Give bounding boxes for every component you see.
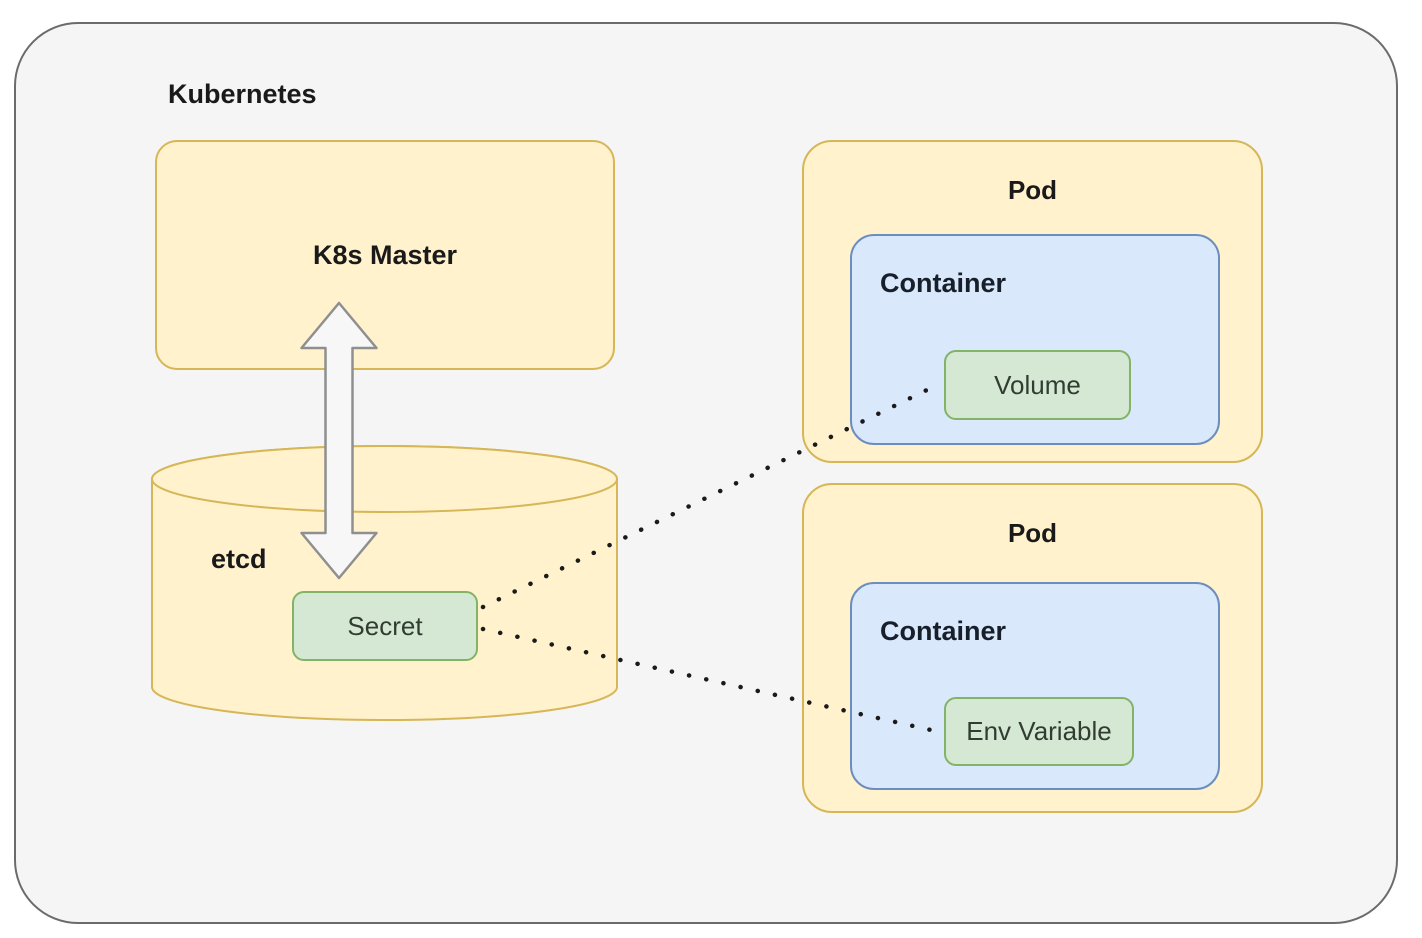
pod-1-node: Pod Container Volume <box>802 140 1263 463</box>
pod-2-node: Pod Container Env Variable <box>802 483 1263 813</box>
k8s-master-label: K8s Master <box>312 239 458 270</box>
pod-2-container-node: Container Env Variable <box>850 582 1220 790</box>
etcd-label: etcd <box>211 544 267 574</box>
pod-1-label: Pod <box>1007 175 1058 205</box>
env-variable-node: Env Variable <box>944 697 1134 766</box>
diagram-title: Kubernetes <box>168 79 317 109</box>
pod-1-container-node: Container Volume <box>850 234 1220 445</box>
pod-1-container-label: Container <box>880 268 1007 298</box>
volume-node: Volume <box>944 350 1131 420</box>
k8s-master-node: K8s Master <box>155 140 615 370</box>
pod-2-container-label: Container <box>880 616 1007 646</box>
pod-2-label: Pod <box>1007 518 1058 548</box>
secret-node: Secret <box>292 591 478 661</box>
